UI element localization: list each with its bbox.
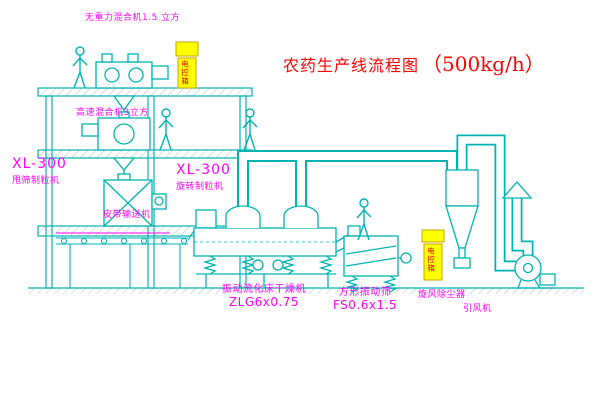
screen-model: FS0.6x1.5 [332, 297, 398, 312]
floor-slab-top [37, 87, 253, 97]
cyclone-cone [445, 205, 479, 249]
fluid-bed-dryer [193, 205, 357, 288]
dryer-dome-1 [225, 205, 261, 228]
granulator-mid-name: 旋转制粒机 [176, 182, 224, 193]
cyclone-discharge-pipe [458, 247, 466, 259]
fan-stack-duct-bore [513, 198, 532, 258]
hs-mixer-motor [81, 123, 99, 137]
cabinet-body [423, 243, 443, 281]
mixer-inlet [127, 53, 139, 63]
fan-leg [517, 279, 522, 289]
label-screen: 方形振动筛 FS0.6x1.5 [330, 287, 400, 312]
high-speed-mixer [81, 111, 151, 174]
cabinet-body [177, 57, 197, 89]
screen-deck [345, 257, 397, 267]
screen-spring [344, 275, 359, 293]
label-fan: 引风机 [463, 304, 492, 314]
belt-roller [140, 237, 148, 245]
control-cabinet-top [175, 41, 199, 89]
mixer-inlet [101, 53, 113, 63]
fan-hub [522, 262, 534, 274]
mixer-motor [151, 65, 169, 80]
belt-roller [180, 237, 188, 245]
worker-figure-icon [158, 108, 174, 151]
hs-mixer-body [97, 117, 151, 151]
cyclone-outlet-duct-bore [458, 136, 516, 270]
drawing-title: 农药生产线流程图 （500kg/h） [283, 48, 545, 77]
fan-leg [534, 279, 541, 289]
stack-rain-cap [501, 181, 533, 199]
cyclone-cylinder [445, 169, 479, 207]
exhaust-stack [501, 181, 533, 199]
label-belt-conveyor: 皮带输送机 [103, 210, 151, 220]
title-text: 农药生产线流程图 [283, 56, 420, 75]
label-dryer: 振动流化床干燥机 ZLG6x0.75 [218, 284, 310, 309]
screen-inlet [347, 225, 361, 237]
belt-roller [80, 237, 88, 245]
dryer-dome-2 [283, 205, 319, 228]
floor-slab-middle [37, 149, 253, 159]
label-zero-gravity-mixer: 无重力混合机1.5 立方 [85, 13, 181, 23]
dryer-spring [240, 255, 256, 275]
dryer-vibration-motor [252, 259, 264, 271]
title-capacity: （500kg/h） [422, 52, 545, 76]
ground-hatch [28, 288, 584, 294]
worker-figure-icon [242, 108, 258, 151]
belt-roller [60, 237, 68, 245]
cyclone-separator [445, 169, 479, 269]
mixer-discharge-funnel [112, 95, 136, 112]
dryer-model: ZLG6x0.75 [228, 294, 300, 309]
dryer-name: 振动流化床干燥机 [222, 284, 306, 295]
rotary-granulator [103, 173, 167, 227]
granulator-left-name: 甩筛制粒机 [12, 176, 60, 187]
granulator-brace [103, 179, 153, 227]
cabinet-head [175, 41, 199, 57]
label-granulator-mid: XL-300 旋转制粒机 [176, 162, 231, 192]
dryer-feed-box [195, 209, 217, 229]
main-exhaust-duct-bore [239, 152, 456, 218]
zero-gravity-mixer [95, 53, 169, 112]
cyclone-rotary-valve [453, 257, 471, 269]
belt-roller [160, 237, 168, 245]
column-left [45, 95, 53, 289]
granulator-left-model: XL-300 [12, 156, 67, 172]
worker-figure-icon [72, 46, 88, 89]
label-high-speed-mixer: 高速混合机3立方 [76, 108, 149, 118]
mixer-paddle [128, 67, 144, 83]
dryer-spring [318, 255, 334, 275]
control-cabinet-right [421, 229, 445, 281]
hs-mixer-bowl [113, 123, 135, 145]
granulator-motor [151, 193, 167, 210]
cabinet-head [421, 229, 445, 243]
screen-spring [382, 275, 397, 293]
label-granulator-left: XL-300 甩筛制粒机 [12, 156, 67, 186]
fan-volute [514, 254, 542, 282]
belt-roller [120, 237, 128, 245]
screen-motor [400, 252, 412, 264]
screen-deck [345, 245, 397, 255]
hs-mixer-discharge-funnel [112, 157, 136, 172]
granulator-mid-model: XL-300 [176, 162, 231, 178]
main-exhaust-duct [237, 150, 458, 218]
control-cabinet-right-label: 电控箱 [426, 247, 436, 273]
vibrating-screen [343, 225, 412, 293]
granulator-motor-shaft [154, 196, 164, 206]
granulator-inlet [117, 173, 131, 181]
screen-box [343, 235, 399, 277]
dryer-vibration-motor [272, 259, 284, 271]
fan-motor [539, 273, 556, 286]
dryer-spring [202, 255, 218, 275]
label-cyclone: 旋风除尘器 [418, 290, 466, 300]
dryer-spring [280, 255, 296, 275]
induced-draft-fan [512, 254, 556, 289]
control-cabinet-top-label: 电控箱 [180, 60, 190, 86]
mixer-paddle [104, 67, 120, 83]
screen-name: 方形振动筛 [338, 287, 392, 298]
belt-roller [100, 237, 108, 245]
